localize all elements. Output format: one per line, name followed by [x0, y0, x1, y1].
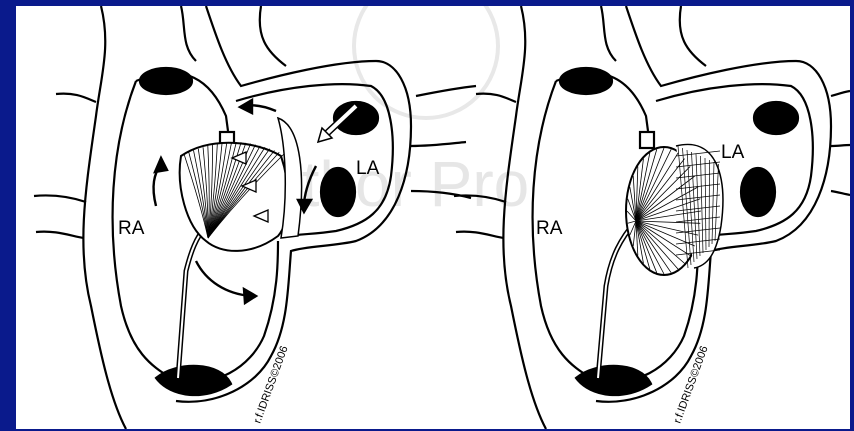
left-label-la: LA — [356, 158, 380, 179]
illustration-panel: uthor Pro — [16, 6, 850, 429]
left-occluder-device — [180, 118, 302, 251]
left-label-ra: RA — [118, 218, 145, 239]
illustration-svg: uthor Pro — [16, 6, 850, 429]
watermark: uthor Pro — [266, 6, 529, 220]
right-label-la: LA — [721, 142, 745, 163]
right-label-ra: RA — [536, 218, 563, 239]
